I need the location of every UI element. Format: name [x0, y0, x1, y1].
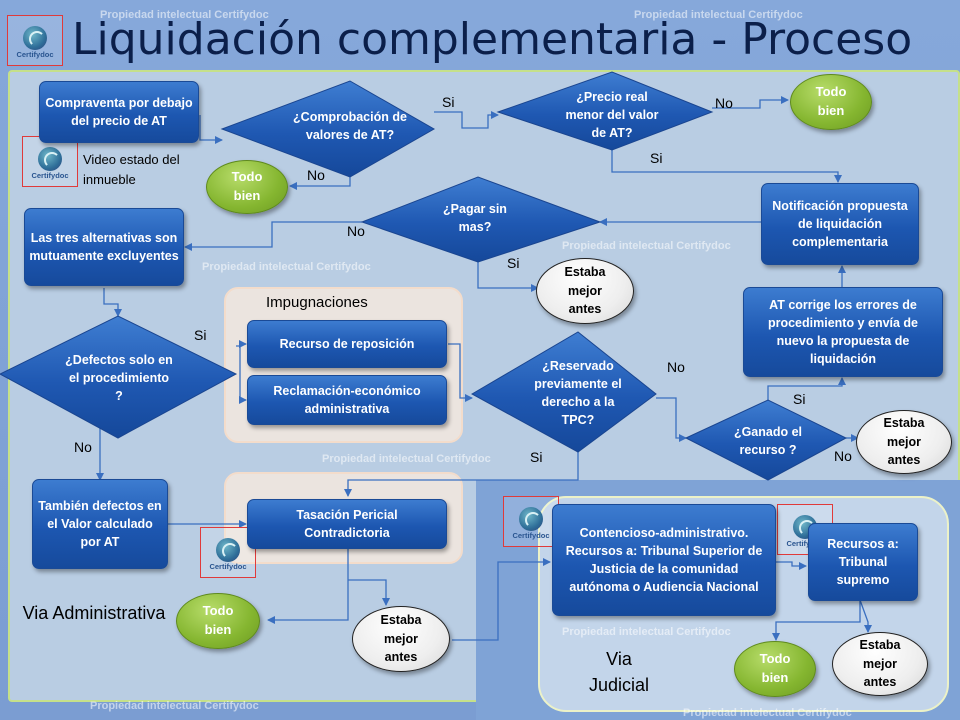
decision-reservado: ¿Reservado previamente el derecho a la T… — [534, 358, 622, 428]
box-tasacion: Tasación Pericial Contradictoria — [247, 499, 447, 549]
outcome-estaba-mejor: Estaba mejor antes — [352, 606, 450, 672]
certifydoc-logo: Certifydoc — [503, 496, 559, 547]
box-recurso-reposicion: Recurso de reposición — [247, 320, 447, 368]
decision-comprobacion: ¿Comprobación de valores de AT? — [293, 109, 407, 142]
edge-label-si: Si — [530, 449, 543, 465]
decision-precio-real: ¿Precio real menor del valor de AT? — [565, 89, 659, 141]
certifydoc-logo: Certifydoc — [7, 15, 63, 66]
outcome-todo-bien: Todo bien — [734, 641, 816, 697]
edge-label-no: No — [74, 439, 92, 455]
box-notificacion: Notificación propuesta de liquidación co… — [761, 183, 919, 265]
box-reclamacion: Reclamación-económico administrativa — [247, 375, 447, 425]
certifydoc-logo-icon — [38, 147, 62, 171]
decision-pagar: ¿Pagar sin mas? — [443, 201, 507, 234]
certifydoc-logo-icon — [216, 538, 240, 562]
video-estado-label: Video estado del inmueble — [83, 152, 180, 187]
certifydoc-logo-icon — [23, 26, 47, 50]
box-tambien-defectos: También defectos en el Valor calculado p… — [32, 479, 168, 569]
certifydoc-logo: Certifydoc — [200, 527, 256, 578]
certifydoc-logo: Certifydoc — [22, 136, 78, 187]
decision-ganado-shape — [684, 399, 848, 481]
impugnaciones-heading: Impugnaciones — [266, 294, 368, 311]
watermark: Propiedad intelectual Certifydoc — [562, 626, 731, 638]
via-judicial-label: Via Judicial — [588, 649, 650, 696]
page-title: Liquidación complementaria - Proceso — [72, 14, 913, 65]
box-tres-alternativas: Las tres alternativas son mutuamente exc… — [24, 208, 184, 286]
decision-comprobacion-shape — [220, 80, 436, 178]
edge-label-no: No — [307, 167, 325, 183]
decision-precio-shape — [496, 71, 714, 151]
decision-defectos-shape — [0, 315, 238, 439]
outcome-todo-bien: Todo bien — [206, 160, 288, 214]
outcome-estaba-mejor: Estaba mejor antes — [536, 258, 634, 324]
edge-label-no: No — [667, 359, 685, 375]
decision-defectos: ¿Defectos solo en el procedimiento ? — [65, 352, 173, 404]
edge-label-si: Si — [442, 94, 455, 110]
box-at-corrige: AT corrige los errores de procedimiento … — [743, 287, 943, 377]
watermark: Propiedad intelectual Certifydoc — [634, 9, 803, 21]
watermark: Propiedad intelectual Certifydoc — [100, 9, 269, 21]
decision-ganado: ¿Ganado el recurso ? — [733, 424, 803, 457]
outcome-todo-bien: Todo bien — [176, 593, 260, 649]
watermark: Propiedad intelectual Certifydoc — [683, 707, 852, 719]
decision-reservado-shape — [470, 331, 657, 453]
watermark: Propiedad intelectual Certifydoc — [562, 240, 731, 252]
box-recursos-supremo: Recursos a: Tribunal supremo — [808, 523, 918, 601]
box-contencioso: Contencioso-administrativo. Recursos a: … — [552, 504, 776, 616]
edge-label-si: Si — [507, 255, 520, 271]
box-compraventa: Compraventa por debajo del precio de AT — [39, 81, 199, 143]
watermark: Propiedad intelectual Certifydoc — [202, 261, 371, 273]
outcome-todo-bien: Todo bien — [790, 74, 872, 130]
edge-label-no: No — [347, 223, 365, 239]
watermark: Propiedad intelectual Certifydoc — [90, 700, 259, 712]
edge-label-si: Si — [793, 391, 806, 407]
outcome-estaba-mejor: Estaba mejor antes — [856, 410, 952, 474]
outcome-estaba-mejor: Estaba mejor antes — [832, 632, 928, 696]
edge-label-si: Si — [194, 327, 207, 343]
decision-pagar-shape — [360, 176, 602, 263]
certifydoc-logo-icon — [519, 507, 543, 531]
watermark: Propiedad intelectual Certifydoc — [322, 453, 491, 465]
via-administrativa-label: Via Administrativa — [22, 603, 166, 623]
edge-label-si: Si — [650, 150, 663, 166]
edge-label-no: No — [834, 448, 852, 464]
edge-label-no: No — [715, 95, 733, 111]
